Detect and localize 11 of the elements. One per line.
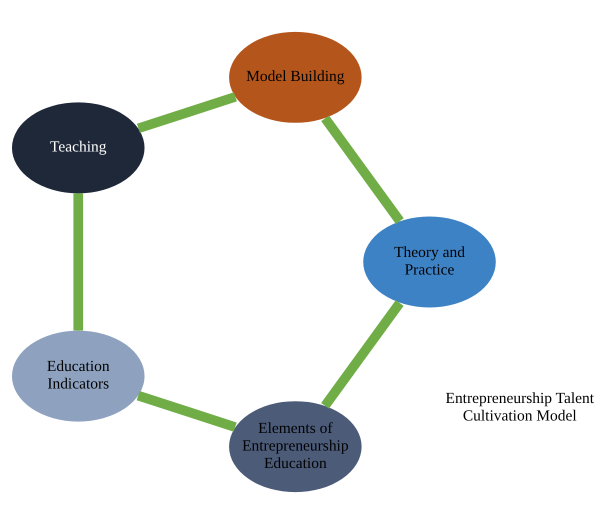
node-ellipse: Elements of Entrepreneurship Education xyxy=(229,401,362,492)
node-ellipse: Teaching xyxy=(12,102,145,194)
node-ellipse: Education Indicators xyxy=(12,330,145,422)
connector xyxy=(136,92,237,133)
connector xyxy=(321,115,404,224)
node-ellipse: Model Building xyxy=(229,32,362,123)
label: Entrepreneurship Talent Cultivation Model xyxy=(446,390,594,424)
connector xyxy=(73,193,84,330)
connector xyxy=(321,300,404,409)
node-ellipse: Theory and Practice xyxy=(363,216,496,308)
connector xyxy=(136,391,237,432)
